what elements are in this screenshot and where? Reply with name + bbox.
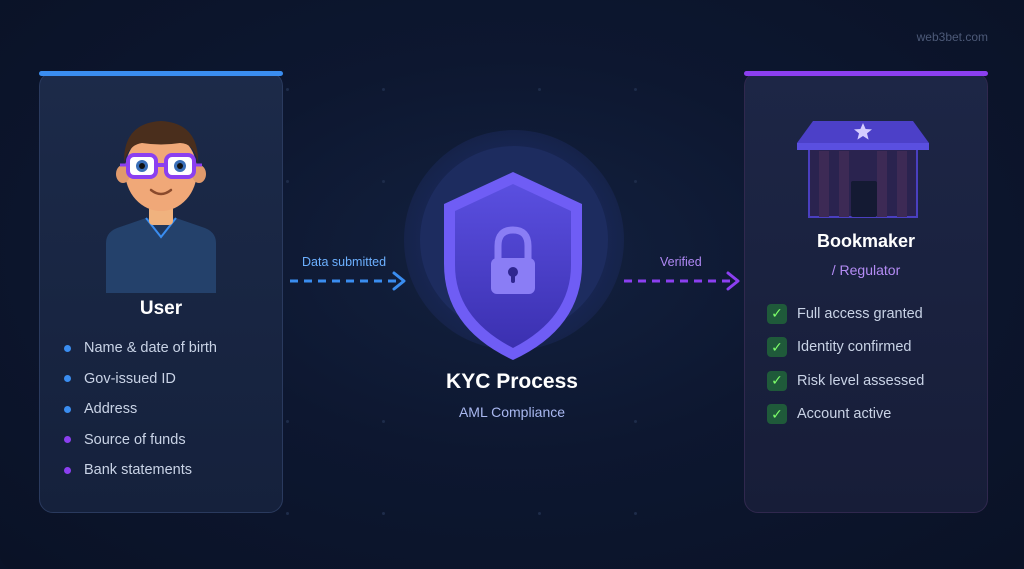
bullet-dot-icon [64,344,71,352]
list-item: Address [64,394,217,425]
regulator-subtitle: / Regulator [831,262,901,278]
checkmark-icon: ✓ [767,370,787,391]
user-card-accent-bar [39,71,283,76]
bookmaker-building-icon [797,121,929,218]
kyc-shield-lock-icon [444,172,582,360]
checkmark-icon: ✓ [767,337,787,358]
checkmark-icon: ✓ [767,404,787,425]
bg-dot [382,420,385,423]
bg-dot [382,512,385,515]
bg-dot [634,180,637,183]
list-item-label: Full access granted [797,305,923,322]
bg-dot [286,512,289,515]
bg-dot [382,88,385,91]
list-item: ✓ Identity confirmed [767,331,924,365]
bullet-dot-icon [64,375,71,383]
bg-dot [382,180,385,183]
bookmaker-card: Bookmaker / Regulator ✓ Full access gran… [744,71,988,513]
bg-dot [286,180,289,183]
list-item: ✓ Account active [767,398,924,432]
list-item: Name & date of birth [64,333,217,364]
bg-dot [538,512,541,515]
list-item: Gov-issued ID [64,364,217,395]
list-item-label: Identity confirmed [797,339,912,356]
list-item-label: Risk level assessed [797,372,925,389]
kyc-process-title: KYC Process [446,370,578,393]
bg-dot [286,88,289,91]
list-item-label: Bank statements [84,462,192,479]
aml-compliance-subtitle: AML Compliance [458,404,566,420]
bookmaker-card-title: Bookmaker [816,231,916,251]
data-submitted-arrow-icon [290,271,406,291]
user-avatar-icon [106,121,216,293]
list-item-label: Gov-issued ID [84,370,176,387]
user-card-title: User [139,298,183,319]
bg-dot [286,420,289,423]
bullet-dot-icon [64,436,71,444]
list-item-label: Account active [797,406,892,423]
list-item: ✓ Full access granted [767,297,924,331]
bookmaker-card-accent-bar [744,71,988,76]
bullet-dot-icon [64,405,71,413]
verified-arrow-icon [624,271,740,291]
verified-label: Verified [660,255,702,269]
list-item-label: Source of funds [84,431,186,448]
list-item: ✓ Risk level assessed [767,364,924,398]
bullet-dot-icon [64,466,71,474]
user-card: User Name & date of birth Gov-issued ID … [39,71,283,513]
checkmark-icon: ✓ [767,303,787,324]
list-item: Source of funds [64,425,217,456]
bg-dot [538,88,541,91]
bg-dot [634,420,637,423]
list-item-label: Address [84,401,138,418]
list-item-label: Name & date of birth [84,340,217,357]
data-submitted-label: Data submitted [302,255,387,269]
user-data-list: Name & date of birth Gov-issued ID Addre… [64,333,217,486]
bg-dot [634,512,637,515]
bg-dot [634,88,637,91]
verification-result-list: ✓ Full access granted ✓ Identity confirm… [767,297,924,431]
list-item: Bank statements [64,455,217,486]
watermark: web3bet.com [916,30,988,44]
